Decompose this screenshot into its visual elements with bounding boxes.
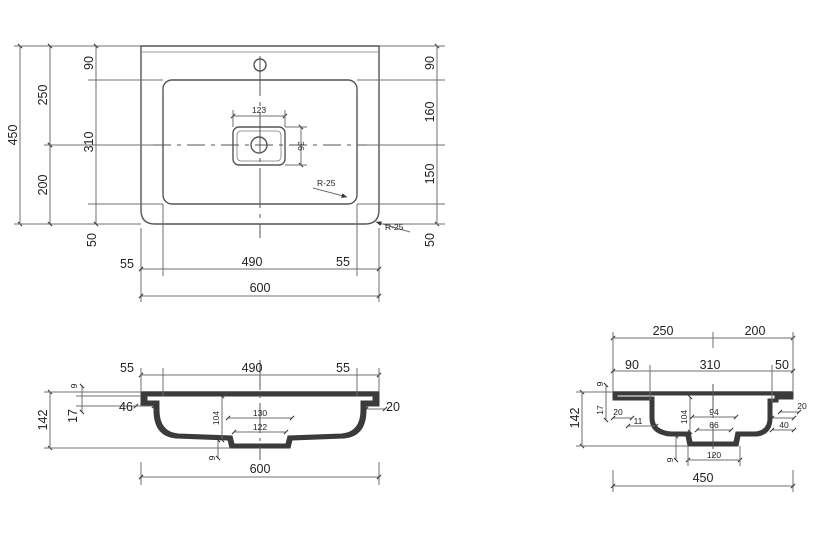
- radius-inner-leader: [312, 187, 348, 198]
- side-dim-142-label: 142: [568, 408, 582, 429]
- side-view: 250 200 90 310 50 142 9 17 20 11 20 40 1…: [568, 324, 807, 492]
- radius-inner-label: R-25: [317, 178, 336, 188]
- front-dim-600-label: 600: [250, 462, 271, 476]
- front-dim-122-label: 122: [253, 422, 267, 432]
- side-dim-250-label: 250: [653, 324, 674, 338]
- drain-recess-inner: [236, 130, 282, 162]
- front-dim-130-label: 130: [253, 408, 267, 418]
- dim-600-label: 600: [250, 281, 271, 295]
- side-dim-20-right-label: 20: [797, 401, 807, 411]
- dim-310-label: 310: [82, 132, 96, 153]
- dim-450-label: 450: [6, 125, 20, 146]
- radius-outer-label: R-25: [385, 222, 404, 232]
- side-dim-90-label: 90: [625, 358, 639, 372]
- dim-36-label: 36: [296, 141, 306, 151]
- dim-123-label: 123: [252, 105, 266, 115]
- front-dim-55-right: 55: [336, 361, 350, 375]
- top-view: 450 250 200 90 310 50 90 160 150 50 55 4…: [6, 43, 445, 302]
- front-dim-17-label: 17: [66, 409, 80, 423]
- dim-250-label: 250: [36, 85, 50, 106]
- side-dim-9-label: 9: [595, 381, 605, 386]
- dim-150-label: 150: [423, 164, 437, 185]
- side-dim-104-label: 104: [679, 410, 689, 424]
- drain-recess: [232, 126, 286, 166]
- front-dim-490: 490: [242, 361, 263, 375]
- front-dim-9-label: 9: [69, 383, 79, 388]
- side-dim-66-label: 66: [709, 420, 719, 430]
- dim-490-label: 490: [242, 255, 263, 269]
- front-dim-55-left: 55: [120, 361, 134, 375]
- front-dim-20-label: 20: [386, 400, 400, 414]
- side-dim-94-label: 94: [709, 407, 719, 417]
- front-dim-46-label: 46: [119, 400, 133, 414]
- side-dim-17-label: 17: [595, 405, 605, 415]
- dim-160-label: 160: [423, 102, 437, 123]
- side-dim-120-label: 120: [707, 450, 721, 460]
- top-view-outline: [140, 45, 380, 225]
- side-dim-11-label: 11: [634, 416, 643, 426]
- side-dim-20-left-label: 20: [613, 407, 623, 417]
- dim-55-label-left: 55: [120, 257, 134, 271]
- side-dim-310-label: 310: [700, 358, 721, 372]
- side-dim-200-label: 200: [745, 324, 766, 338]
- dim-90-label-left: 90: [82, 56, 96, 70]
- dim-55-label-right: 55: [336, 255, 350, 269]
- dim-50-label-left: 50: [85, 233, 99, 247]
- dim-200-label: 200: [36, 175, 50, 196]
- front-body: [140, 391, 380, 449]
- side-dim-50-label: 50: [775, 358, 789, 372]
- front-view: 55 490 55 142 9 17 46 20 104 130 122 9 6…: [36, 360, 400, 485]
- side-dim-450-label: 450: [693, 471, 714, 485]
- side-dim-9-bottom-label: 9: [665, 457, 675, 462]
- radius-outer-leader: [375, 221, 411, 233]
- dim-90-label-right: 90: [423, 56, 437, 70]
- front-dim-142-label: 142: [36, 410, 50, 431]
- front-dim-104-label: 104: [211, 411, 221, 425]
- side-dim-40-label: 40: [779, 420, 789, 430]
- front-dim-9-bottom-label: 9: [207, 455, 217, 460]
- dim-50-label-right: 50: [423, 233, 437, 247]
